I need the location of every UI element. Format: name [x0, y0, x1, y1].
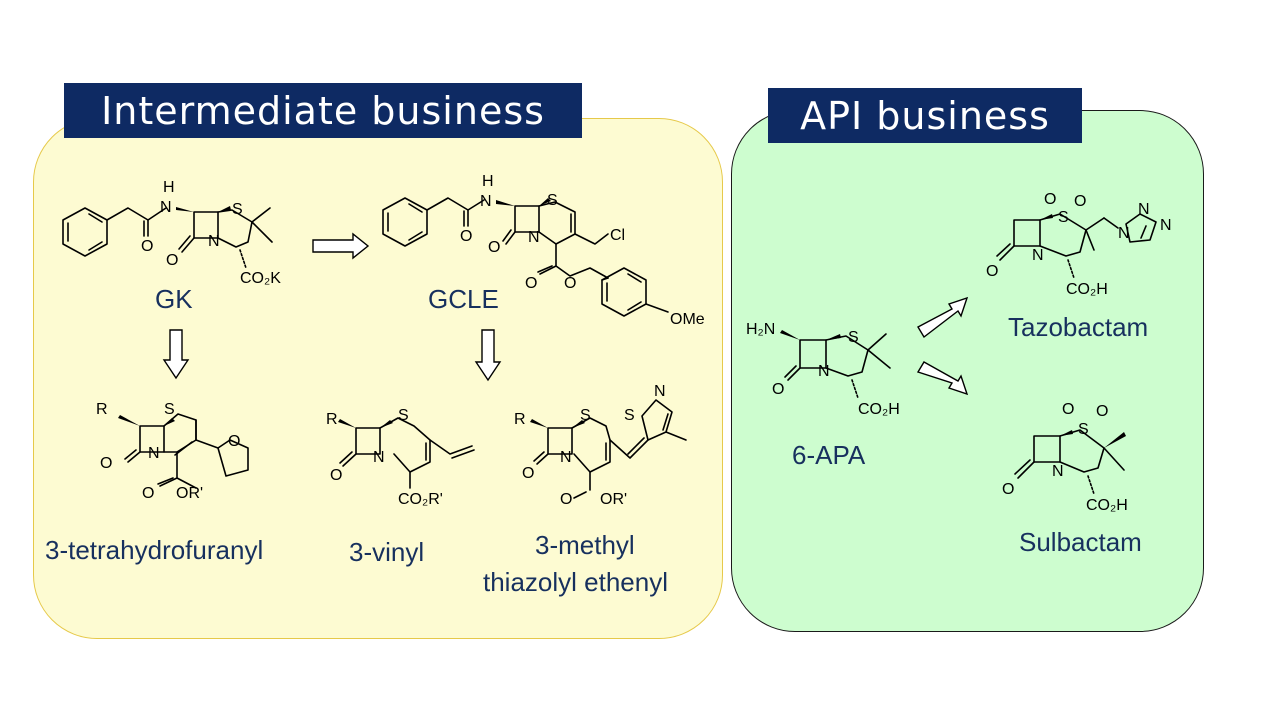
- gk-atom-H: H: [163, 179, 175, 196]
- label-gk: GK: [155, 284, 193, 314]
- apa-co2h: CO₂H: [858, 401, 900, 418]
- vinyl-atom-O: O: [330, 467, 342, 484]
- label-thiazolyl-ethenyl: thiazolyl ethenyl: [483, 567, 668, 597]
- label-6-apa: 6-APA: [792, 440, 866, 470]
- gcle-atom-H: H: [482, 173, 494, 190]
- label-gcle: GCLE: [428, 284, 499, 314]
- vinyl-structure: [338, 417, 475, 489]
- gcle-atom-OMe: OMe: [670, 311, 705, 328]
- gk-atom-S: S: [232, 201, 243, 218]
- api-business-banner: API business: [768, 88, 1082, 143]
- apa-atom-S: S: [848, 329, 859, 346]
- thiazolyl-atom-O-lactam: O: [522, 465, 534, 482]
- thf-atom-O-lactam: O: [100, 455, 112, 472]
- sulbactam-co2h: CO₂H: [1086, 497, 1128, 514]
- label-3-methyl: 3-methyl: [535, 530, 635, 560]
- thiazolyl-atom-S: S: [580, 407, 591, 424]
- thiazolyl-atom-ORp: OR': [600, 491, 627, 508]
- sulbactam-atom-N: N: [1052, 463, 1064, 480]
- vinyl-atom-N: N: [373, 449, 385, 466]
- apa-atom-N: N: [818, 363, 830, 380]
- tazobactam-atom-O1: O: [1044, 191, 1056, 208]
- intermediate-business-banner: Intermediate business: [64, 83, 582, 138]
- thiazolyl-atom-R: R: [514, 411, 526, 428]
- gcle-atom-S: S: [547, 192, 558, 209]
- tazobactam-atom-O-lactam: O: [986, 263, 998, 280]
- tazobactam-atom-N2: N: [1138, 201, 1150, 218]
- gcle-structure: [382, 197, 669, 317]
- tazobactam-atom-N-ring: N: [1032, 247, 1044, 264]
- sulbactam-atom-O2: O: [1096, 403, 1108, 420]
- arrow-apa-to-tazobactam: [917, 296, 969, 339]
- label-3-vinyl: 3-vinyl: [349, 537, 425, 567]
- gcle-atom-N-ring: N: [528, 229, 540, 246]
- vinyl-atom-S: S: [398, 407, 409, 424]
- thiazolyl-atom-N-ring: N: [654, 383, 666, 400]
- sulbactam-atom-O-lactam: O: [1002, 481, 1014, 498]
- thf-atom-ORp: OR': [176, 485, 203, 502]
- gcle-atom-O-ester2: O: [564, 275, 576, 292]
- sulbactam-structure: [1014, 429, 1126, 495]
- arrow-gk-down: [162, 329, 190, 380]
- apa-structure: [780, 330, 891, 399]
- thf-structure: [118, 413, 249, 489]
- gcle-atom-N: N: [480, 193, 492, 210]
- thiazolyl-atom-O-ester: O: [560, 491, 572, 508]
- vinyl-co2r: CO₂R': [398, 491, 443, 508]
- gcle-atom-O-lactam: O: [488, 239, 500, 256]
- thf-atom-S: S: [164, 401, 175, 418]
- label-sulbactam: Sulbactam: [1019, 527, 1142, 557]
- api-business-panel: [731, 110, 1204, 632]
- thiazolyl-atom-S-ring: S: [624, 407, 635, 424]
- gcle-atom-O-amide: O: [460, 228, 472, 245]
- thf-atom-R: R: [96, 401, 108, 418]
- gk-atom-N: N: [160, 199, 172, 216]
- sulbactam-atom-S: S: [1078, 421, 1089, 438]
- tazobactam-co2h: CO₂H: [1066, 281, 1108, 298]
- vinyl-atom-R: R: [326, 411, 338, 428]
- gk-atom-O-amide: O: [141, 238, 153, 255]
- arrow-apa-to-sulbactam: [916, 361, 969, 396]
- gk-atom-O-lactam: O: [166, 252, 178, 269]
- tazobactam-atom-S: S: [1058, 209, 1069, 226]
- sulbactam-atom-O1: O: [1062, 401, 1074, 418]
- thiazolyl-structure: [530, 399, 687, 499]
- thf-atom-O-furan: O: [228, 433, 240, 450]
- tazobactam-structure: [996, 213, 1157, 279]
- gk-co2k: CO₂K: [240, 270, 281, 287]
- intermediate-business-panel: [33, 118, 723, 639]
- apa-h2n: H₂N: [746, 321, 775, 338]
- gcle-atom-Cl: Cl: [610, 227, 625, 244]
- gk-structure: [62, 206, 273, 269]
- label-tazobactam: Tazobactam: [1008, 312, 1149, 342]
- arrow-gk-to-gcle: [312, 232, 370, 260]
- thf-atom-N: N: [148, 445, 160, 462]
- apa-atom-O: O: [772, 381, 784, 398]
- thiazolyl-atom-N: N: [560, 449, 572, 466]
- gcle-atom-O-ester1: O: [525, 275, 537, 292]
- thf-atom-O-ester: O: [142, 485, 154, 502]
- gk-atom-N-ring: N: [208, 233, 220, 250]
- tazobactam-atom-N3: N: [1160, 217, 1172, 234]
- label-3-tetrahydrofuranyl: 3-tetrahydrofuranyl: [45, 535, 264, 565]
- arrow-gcle-down: [474, 329, 502, 382]
- tazobactam-atom-O2: O: [1074, 193, 1086, 210]
- tazobactam-atom-N1: N: [1118, 225, 1130, 242]
